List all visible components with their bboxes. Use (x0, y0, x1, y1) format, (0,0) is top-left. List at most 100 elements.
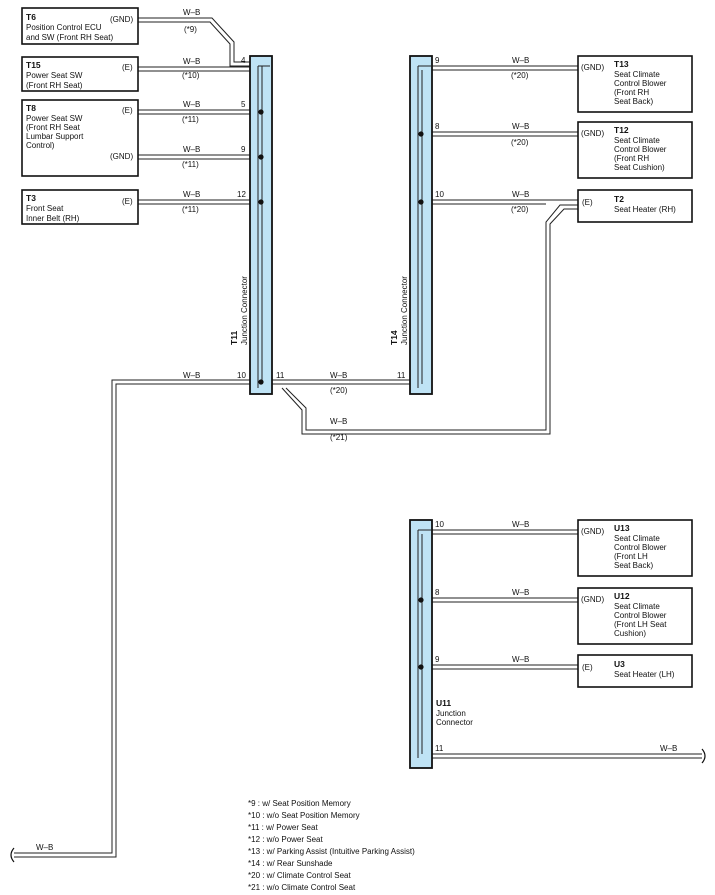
pin-u11-8: 8 (435, 588, 440, 597)
t2-line-1: Seat Heater (RH) (614, 205, 676, 214)
t8-gnd: (GND) (110, 152, 133, 161)
pin-t14-9: 9 (435, 56, 440, 65)
pin-u11-9: 9 (435, 655, 440, 664)
u12-line-4: Cushion) (614, 629, 646, 638)
legend-4: *12 : w/o Power Seat (248, 835, 323, 844)
wc-15: W–B (660, 744, 677, 753)
component-t6 (21, 7, 139, 45)
legend-6: *14 : w/ Rear Sunshade (248, 859, 333, 868)
u13-line-2: Control Blower (614, 543, 667, 552)
pin-t14-8: 8 (435, 122, 440, 131)
connector-t14-label: T14 Junction Connector (389, 276, 409, 345)
t13-line-1: Seat Climate (614, 70, 660, 79)
wc-6: W–B (183, 371, 200, 380)
t15-line-2: (Front RH Seat) (26, 81, 83, 90)
component-t15 (21, 56, 139, 92)
pin-t14-10: 10 (435, 190, 444, 199)
t8-e: (E) (122, 106, 133, 115)
t12-line-4: Seat Cushion) (614, 163, 665, 172)
wc-16: W–B (36, 843, 53, 852)
u3-line-1: Seat Heater (LH) (614, 670, 675, 679)
u11-name-1: Junction (436, 709, 466, 718)
t8-line-1: Power Seat SW (26, 114, 83, 123)
component-t13 (577, 55, 693, 113)
t6-code: T6 (26, 12, 36, 22)
wc-5: W–B (183, 190, 200, 199)
t3-line-1: Front Seat (26, 204, 64, 213)
u12-line-2: Control Blower (614, 611, 667, 620)
t12-line-3: (Front RH (614, 154, 649, 163)
wire-t11-t2-bypass (285, 204, 578, 431)
wc-14: W–B (512, 655, 529, 664)
wire-break-right (701, 748, 706, 764)
u12-code: U12 (614, 591, 630, 601)
component-u3 (577, 654, 693, 688)
component-u12 (577, 587, 693, 645)
t2-code: T2 (614, 194, 624, 204)
u13-gnd: (GND) (581, 527, 604, 536)
t3-code: T3 (26, 193, 36, 203)
note-ref-9: (*9) (184, 25, 197, 34)
t13-gnd: (GND) (581, 63, 604, 72)
wc-1: W–B (183, 8, 200, 17)
u13-line-3: (Front LH (614, 552, 648, 561)
t11-name: Junction Connector (240, 276, 249, 345)
connector-t14 (409, 55, 433, 395)
u3-e: (E) (582, 663, 593, 672)
t3-e: (E) (122, 197, 133, 206)
legend-2: *10 : w/o Seat Position Memory (248, 811, 360, 820)
note-ref-11c: (*11) (182, 205, 199, 214)
u12-line-1: Seat Climate (614, 602, 660, 611)
note-ref-11b: (*11) (182, 160, 199, 169)
note-ref-11a: (*11) (182, 115, 199, 124)
pin-t14-11: 11 (397, 371, 406, 380)
t2-e: (E) (582, 198, 593, 207)
wc-10: W–B (512, 122, 529, 131)
pin-t11-10: 10 (237, 371, 246, 380)
pin-t11-11: 11 (276, 371, 285, 380)
t15-code: T15 (26, 60, 41, 70)
wc-8: W–B (330, 417, 347, 426)
wc-12: W–B (512, 520, 529, 529)
component-t8 (21, 99, 139, 177)
t15-e: (E) (122, 63, 133, 72)
t8-line-4: Control) (26, 141, 55, 150)
note-ref-20c: (*20) (511, 138, 529, 147)
wc-2: W–B (183, 57, 200, 66)
wire-color-labels: W–B W–B W–B W–B W–B W–B W–B W–B W–B W–B … (36, 8, 677, 852)
wc-4: W–B (183, 145, 200, 154)
note-ref-20a: (*20) (330, 386, 348, 395)
wire-break-left (10, 847, 15, 863)
pin-t11-9: 9 (241, 145, 246, 154)
legend-7: *20 : w/ Climate Control Seat (248, 871, 351, 880)
connector-t11-label: T11 Junction Connector (229, 276, 249, 345)
t12-line-1: Seat Climate (614, 136, 660, 145)
pin-u11-11: 11 (435, 744, 444, 753)
wc-11: W–B (512, 190, 529, 199)
t12-gnd: (GND) (581, 129, 604, 138)
pin-t11-4: 4 (241, 56, 246, 65)
note-ref-20d: (*20) (511, 205, 529, 214)
legend-5: *13 : w/ Parking Assist (Intuitive Parki… (248, 847, 415, 856)
pin-u11-10: 10 (435, 520, 444, 529)
t13-code: T13 (614, 59, 629, 69)
component-t12 (577, 121, 693, 179)
note-ref-20b: (*20) (511, 71, 529, 80)
wc-13: W–B (512, 588, 529, 597)
t12-code: T12 (614, 125, 629, 135)
t15-line-1: Power Seat SW (26, 71, 83, 80)
component-t2 (577, 189, 693, 223)
t11-code: T11 (229, 331, 239, 345)
t14-name: Junction Connector (400, 276, 409, 345)
pin-t11-12: 12 (237, 190, 246, 199)
connector-t11 (249, 55, 273, 395)
legend-3: *11 : w/ Power Seat (248, 823, 318, 832)
t12-line-2: Control Blower (614, 145, 667, 154)
t13-line-4: Seat Back) (614, 97, 653, 106)
wc-7: W–B (330, 371, 347, 380)
t13-line-2: Control Blower (614, 79, 667, 88)
u13-code: U13 (614, 523, 630, 533)
u11-code: U11 (436, 698, 451, 708)
legend-8: *21 : w/o Climate Control Seat (248, 883, 356, 892)
